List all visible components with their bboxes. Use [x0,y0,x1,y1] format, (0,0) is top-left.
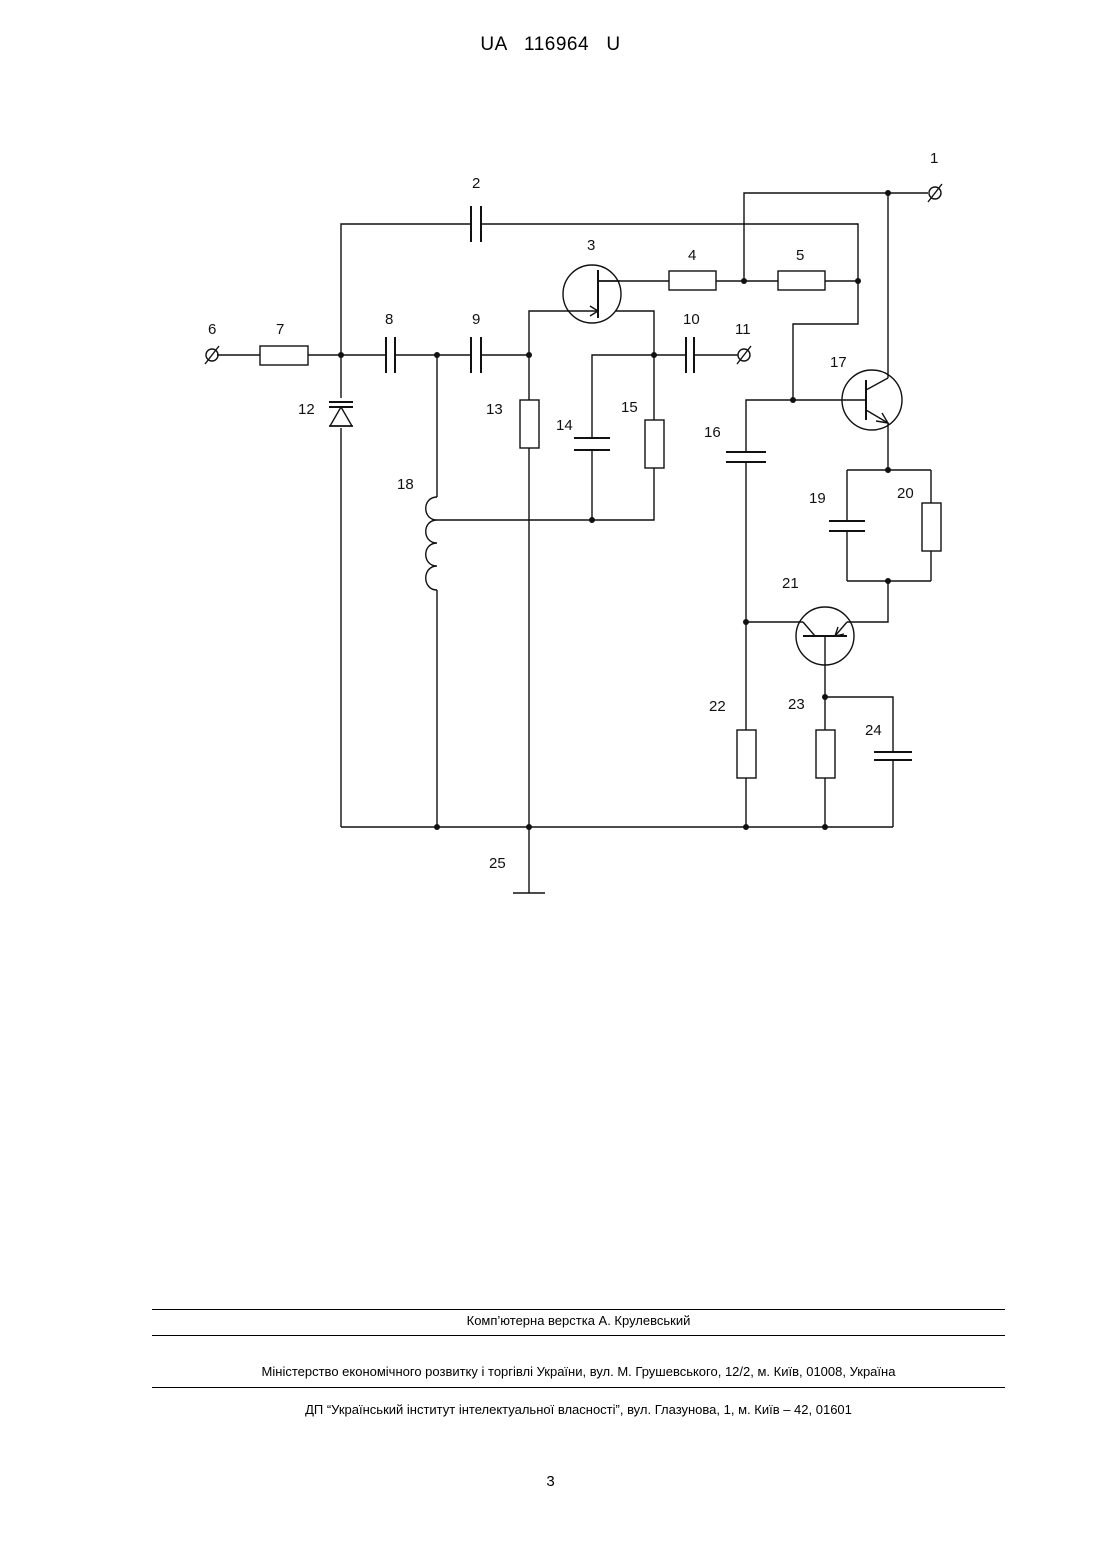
terminal-6 [205,346,219,364]
label-22: 22 [709,698,726,715]
component-4-resistor [669,271,716,290]
label-12: 12 [298,401,315,418]
component-10-capacitor [686,337,694,373]
label-11: 11 [735,321,751,338]
footer-rule-bottom [152,1387,1005,1388]
page-number: 3 [0,1473,1101,1490]
label-23: 23 [788,696,805,713]
label-4: 4 [688,247,696,264]
footer-rule-middle [152,1335,1005,1336]
component-24-capacitor [874,752,912,760]
label-6: 6 [208,321,216,338]
component-22-resistor [737,730,756,778]
label-19: 19 [809,490,826,507]
component-9-capacitor [471,337,481,373]
label-9: 9 [472,311,480,328]
label-18: 18 [397,476,414,493]
component-5-resistor [778,271,825,290]
terminal-11 [737,346,751,364]
component-20-resistor [922,503,941,551]
component-16-capacitor [726,452,766,462]
label-20: 20 [897,485,914,502]
footer-rule-top [152,1309,1005,1310]
component-14-capacitor [574,438,610,450]
component-3-transistor [563,265,621,323]
label-15: 15 [621,399,638,416]
label-7: 7 [276,321,284,338]
label-5: 5 [796,247,804,264]
label-24: 24 [865,722,882,739]
label-21: 21 [782,575,799,592]
label-2: 2 [472,175,480,192]
label-13: 13 [486,401,503,418]
label-25: 25 [489,855,506,872]
label-14: 14 [556,417,573,434]
component-19-capacitor [829,521,865,531]
footer-typesetting: Комп’ютерна верстка А. Крулевський [152,1313,1005,1328]
component-18-inductor [426,497,437,590]
footer-ministry: Міністерство економічного розвитку і тор… [152,1364,1005,1379]
component-21-transistor [796,607,854,665]
component-8-capacitor [386,337,395,373]
label-10: 10 [683,311,700,328]
label-16: 16 [704,424,721,441]
label-17: 17 [830,354,847,371]
label-3: 3 [587,237,595,254]
component-13-resistor [520,400,539,448]
component-7-resistor [260,346,308,365]
component-23-resistor [816,730,835,778]
component-2-capacitor [471,206,481,242]
terminal-1 [928,184,942,202]
component-12-varicap [329,402,353,426]
wires [217,193,931,893]
footer-institute: ДП “Український інститут інтелектуальної… [152,1402,1005,1417]
label-1: 1 [930,150,938,167]
component-17-transistor [793,370,902,430]
component-15-resistor [645,420,664,468]
label-8: 8 [385,311,393,328]
